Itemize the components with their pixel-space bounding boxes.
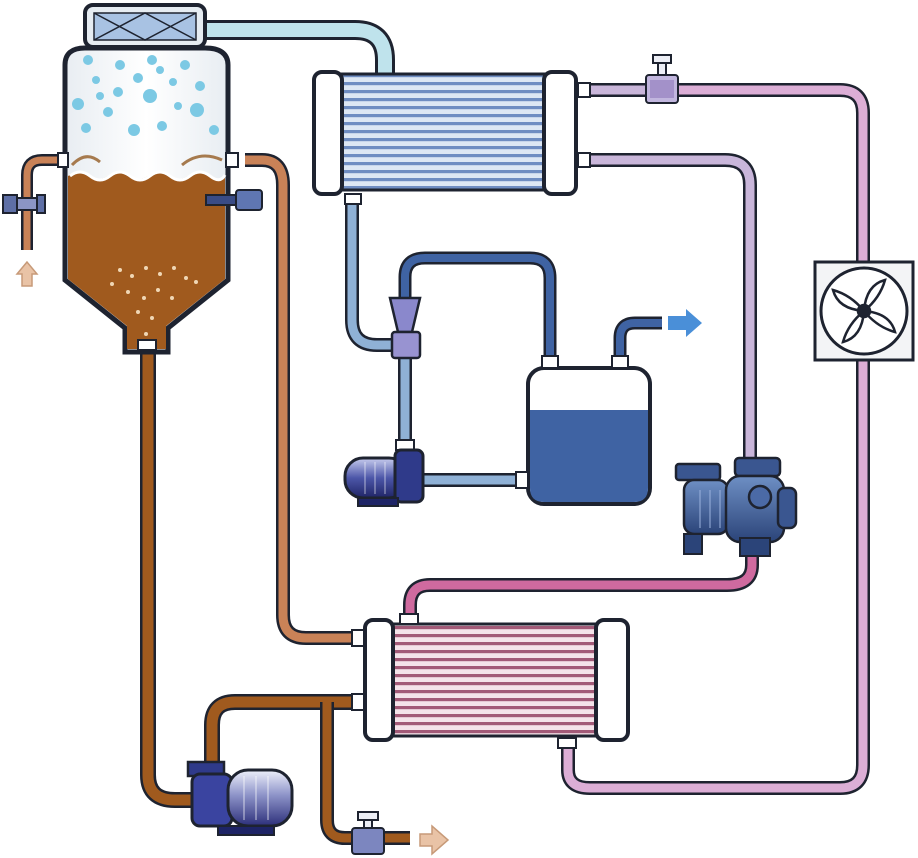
vacuum-exhaust-arrow bbox=[668, 309, 702, 337]
product-return-pipe bbox=[245, 153, 360, 645]
outlet-valve[interactable] bbox=[351, 811, 385, 855]
product-inlet-arrow bbox=[15, 260, 39, 287]
fan-icon bbox=[831, 278, 897, 344]
vapor-bubbles bbox=[72, 55, 219, 136]
condenser-heat-exchanger bbox=[312, 70, 591, 205]
heating-heat-exchanger bbox=[351, 613, 630, 749]
product-circulation-pump[interactable] bbox=[186, 760, 294, 836]
expansion-valve[interactable] bbox=[645, 54, 679, 104]
cooling-fan[interactable] bbox=[813, 260, 915, 362]
concentrate-outlet-arrow bbox=[419, 824, 450, 856]
level-sensor bbox=[205, 189, 263, 211]
condensate-pipe bbox=[345, 195, 395, 352]
water-circulation-pump[interactable] bbox=[343, 448, 425, 507]
motive-water-pipe bbox=[398, 251, 557, 358]
water-tank bbox=[515, 355, 652, 506]
refrigerant-compressor[interactable] bbox=[674, 456, 798, 557]
pump-outlet-pipe bbox=[204, 694, 360, 765]
product-drain-pipe bbox=[140, 345, 195, 808]
vacuum-ejector bbox=[388, 296, 422, 451]
inlet-valve[interactable] bbox=[2, 194, 46, 214]
evaporator-vessel bbox=[57, 3, 263, 355]
